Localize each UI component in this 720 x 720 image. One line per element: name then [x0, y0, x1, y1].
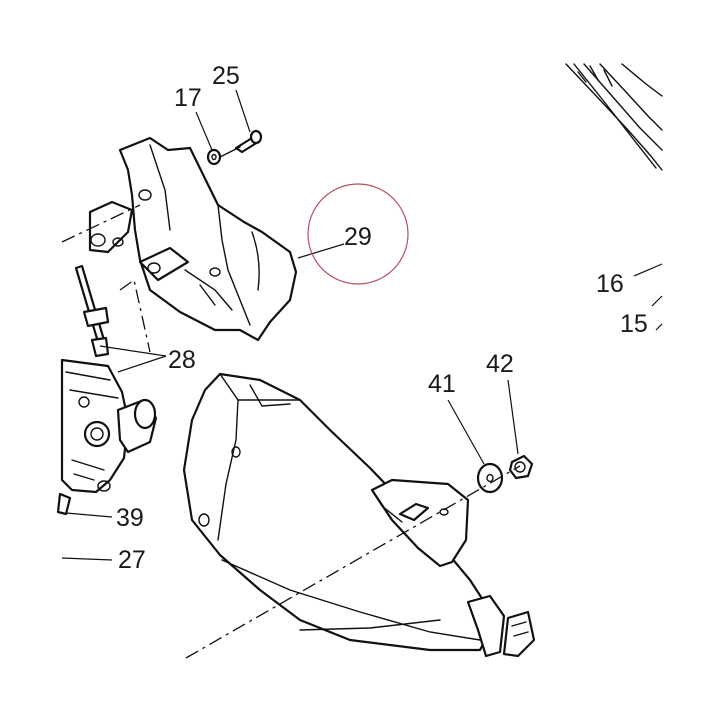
callout-16: 16: [596, 270, 624, 298]
actuator-assembly-part: [56, 358, 158, 516]
muffler-part: [182, 372, 498, 652]
frame-part-top-right: [565, 63, 663, 171]
callout-42: 42: [486, 350, 514, 378]
callout-41: 41: [428, 370, 456, 398]
callout-29: 29: [344, 223, 372, 251]
callout-27: 27: [118, 546, 146, 574]
mounting-bracket-part: [61, 200, 141, 254]
outlet-pipe-part: [466, 594, 536, 658]
cable-tie-28-part: [74, 264, 151, 358]
washer-41-part: [476, 462, 504, 494]
callout-17: 17: [174, 84, 202, 112]
leader-lines: [61, 89, 663, 561]
callout-39: 39: [116, 504, 144, 532]
callout-28: 28: [168, 346, 196, 374]
nut-42-part: [508, 454, 534, 480]
heat-shield-part: [118, 136, 298, 342]
highlight-circle-29: [307, 183, 409, 285]
washer-17-part: [206, 148, 222, 166]
callout-25: 25: [212, 62, 240, 90]
callout-15: 15: [620, 310, 648, 338]
screw-25-part: [217, 129, 263, 159]
mounting-axis-line: [185, 465, 521, 659]
